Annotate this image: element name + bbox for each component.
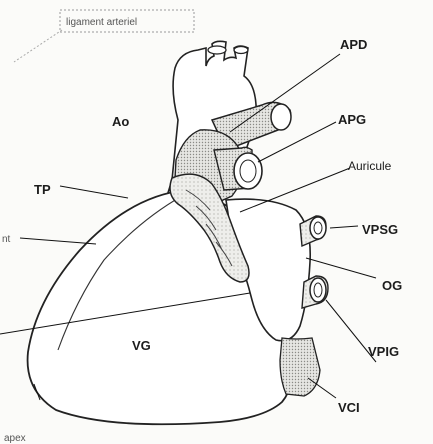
label-apg: APG: [338, 112, 366, 127]
vpsg-leader: [330, 226, 358, 228]
inferior-vena-cava: [280, 338, 320, 396]
label-apex: apex: [4, 433, 26, 444]
label-ao: Ao: [112, 114, 129, 129]
ligament-leader: [14, 30, 62, 62]
brachiocephalic-trunk: [208, 46, 226, 54]
vpsg-opening: [310, 217, 326, 239]
label-auricule: Auricule: [348, 159, 392, 173]
label-apd: APD: [340, 37, 367, 52]
tp-leader: [60, 186, 128, 198]
label-vd-partial: nt: [2, 234, 11, 245]
label-vpig: VPIG: [368, 344, 399, 359]
apg-opening: [234, 153, 262, 189]
label-vg: VG: [132, 338, 151, 353]
label-vpsg: VPSG: [362, 222, 398, 237]
label-ligament: ligament arteriel: [66, 17, 137, 28]
og-leader: [306, 258, 376, 278]
vd-leader: [20, 238, 96, 244]
label-tp: TP: [34, 182, 51, 197]
apd-opening: [271, 104, 291, 130]
label-og: OG: [382, 278, 402, 293]
left-carotid: [234, 47, 248, 54]
vpig-opening: [310, 278, 326, 302]
label-vci: VCI: [338, 400, 360, 415]
